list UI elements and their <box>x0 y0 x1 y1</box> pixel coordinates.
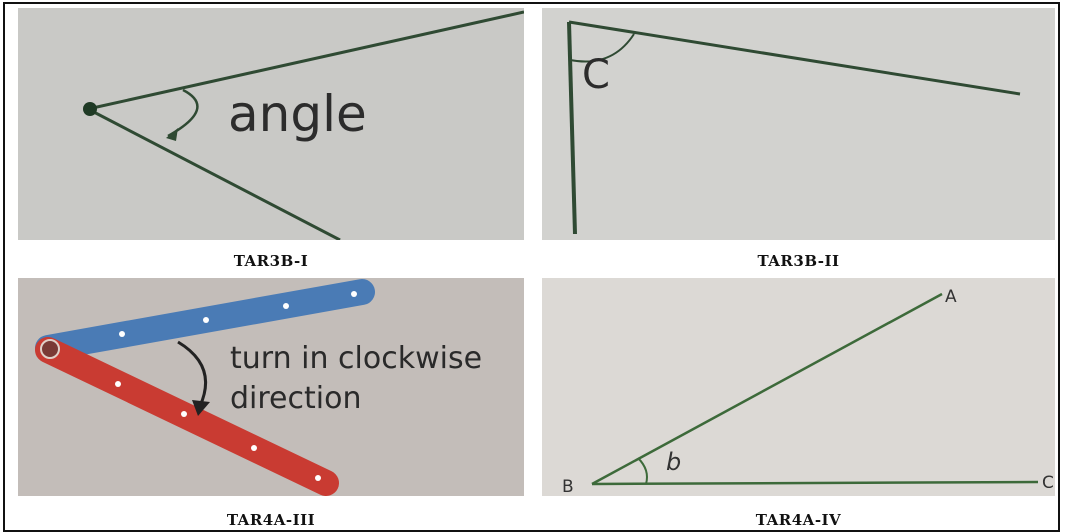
panel-clockwise-turn: turn in clockwise direction <box>18 278 524 496</box>
upper-ray <box>87 10 524 111</box>
ray-bc <box>591 480 1039 486</box>
lower-ray <box>87 107 341 240</box>
angle-arc <box>569 33 635 63</box>
vertex-b-label: B <box>562 477 574 496</box>
triangle-angle-diagram: A B C b <box>562 287 1054 496</box>
angle-diagram: angle <box>83 10 524 240</box>
panel-angle-abc: A B C b <box>542 278 1055 496</box>
panel-angle-c: C <box>542 8 1055 240</box>
slanted-ray <box>568 20 1021 96</box>
ray-ba <box>591 292 943 486</box>
angle-b-label: b <box>666 448 681 476</box>
vertex-dot <box>83 102 97 116</box>
caption-tar3b-ii: TAR3B-II <box>757 252 840 270</box>
vertex-c-label: C <box>1042 473 1054 493</box>
vertex-a-label: A <box>945 287 957 307</box>
arrow-head-icon <box>166 128 178 141</box>
angle-arc <box>167 88 199 138</box>
caption-tar4a-iv: TAR4A-IV <box>755 511 842 529</box>
angle-arc <box>637 457 648 485</box>
arrow-head-icon <box>192 400 210 416</box>
turn-label-line2: direction <box>230 381 361 416</box>
angle-label: angle <box>228 85 367 143</box>
pivot-rivet <box>40 339 60 359</box>
angle-c-diagram: C <box>567 20 1021 235</box>
panel-angle-illustration: angle <box>18 8 524 240</box>
turning-strips: turn in clockwise direction <box>35 279 482 496</box>
clockwise-arrow-icon <box>177 340 208 407</box>
turn-label-line1: turn in clockwise <box>230 341 482 376</box>
caption-tar4a-iii: TAR4A-III <box>226 511 316 529</box>
red-strip <box>35 337 339 496</box>
blue-strip <box>35 279 375 361</box>
caption-tar3b-i: TAR3B-I <box>233 252 309 270</box>
angle-c-label: C <box>582 52 610 98</box>
vertical-ray <box>567 21 577 235</box>
